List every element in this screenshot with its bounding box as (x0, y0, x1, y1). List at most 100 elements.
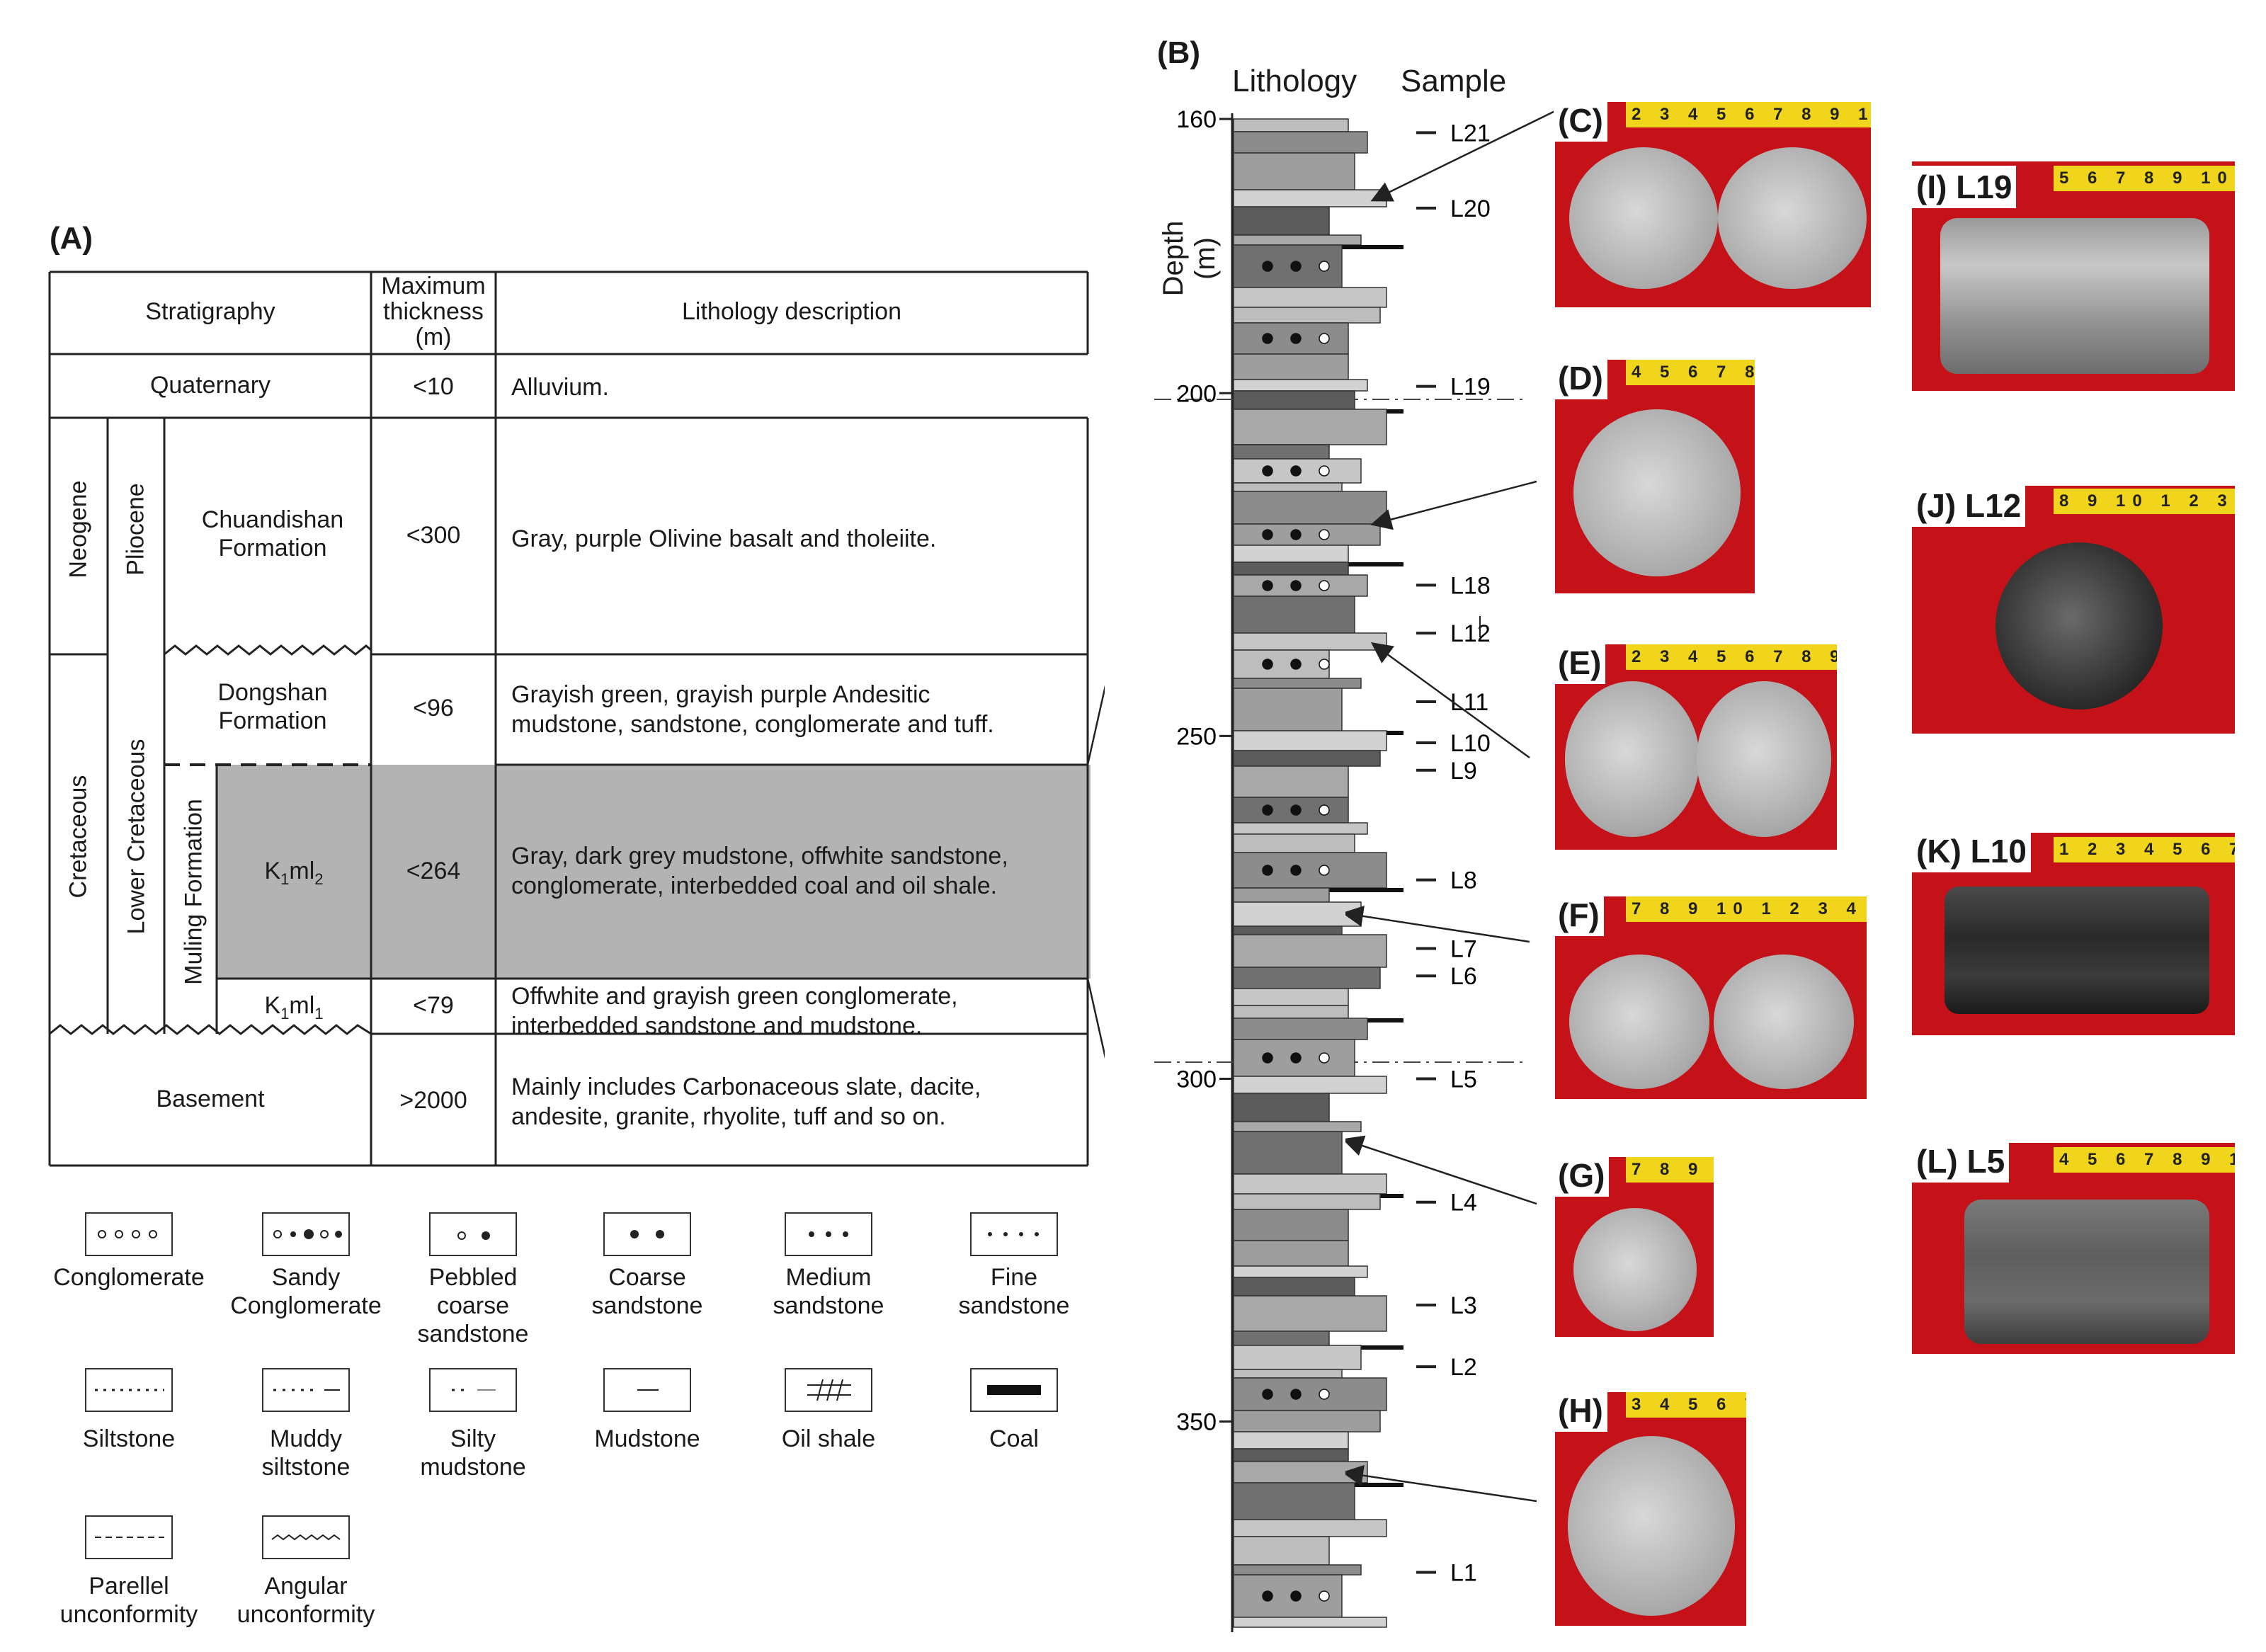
row-chuandishan-thickness: <300 (406, 522, 461, 549)
lithology-bed (1233, 1536, 1330, 1566)
k1ml2-sub1: 1 (280, 870, 290, 888)
k1ml2-highlight (217, 765, 1091, 979)
photo-g-ruler: 7 8 9 10 (1626, 1157, 1714, 1183)
core-section-left (1569, 147, 1718, 289)
row-k1ml1-thickness: <79 (413, 992, 454, 1019)
photo-j (1912, 486, 2235, 734)
lithology-bed (1233, 852, 1387, 889)
lithology-bed (1233, 688, 1343, 731)
lithology-bed (1233, 1295, 1387, 1332)
header-thickness-line1: Maximum (381, 273, 486, 300)
lithology-grain (1290, 529, 1302, 540)
photo-h (1555, 1392, 1746, 1626)
legend-label-line: Coal (989, 1425, 1039, 1452)
k1ml1-desc-line2: interbedded sandstone and mudstone. (511, 1013, 923, 1039)
lithology-bed (1233, 189, 1387, 207)
row-chuandishan-desc: Gray, purple Olivine basalt and tholeiit… (511, 525, 937, 552)
legend-muddy-siltstone-symbol (262, 1368, 350, 1412)
lithology-bed (1233, 678, 1362, 689)
arrow-d (1370, 480, 1537, 530)
lithology-bed (1233, 596, 1355, 634)
legend-medium-sandstone-symbol (785, 1212, 872, 1256)
core-cylinder-dark (1945, 887, 2209, 1014)
lithology-bed (1233, 988, 1349, 1006)
k1ml1-k: K (264, 992, 281, 1019)
k1ml2-desc-line1: Gray, dark grey mudstone, offwhite sands… (511, 843, 1008, 870)
lithology-grain (1262, 580, 1273, 591)
header-lithology-description: Lithology description (682, 298, 901, 325)
legend-label-line: Silty (450, 1425, 496, 1452)
legend-label-line: Conglomerate (230, 1292, 382, 1319)
legend-label-line: Oil shale (781, 1425, 876, 1452)
legend-sandy-conglomerate-symbol (262, 1212, 350, 1256)
legend-siltstone-label: Siltstone (30, 1425, 228, 1453)
lithology-bed (1233, 444, 1330, 460)
legend-label-line: Parellel (89, 1573, 169, 1600)
lithology-bed (1233, 1345, 1362, 1370)
dongshan-desc-line2: mudstone, sandstone, conglomerate and tu… (511, 711, 994, 738)
lithology-grain (1319, 804, 1330, 816)
lithology-grain (1262, 659, 1273, 670)
lithology-bed (1233, 967, 1381, 989)
lithology-bed (1233, 390, 1355, 410)
lithology-beds (1233, 118, 1404, 1628)
photo-g-tag: (G) (1554, 1154, 1610, 1197)
photo-f-tag: (F) (1554, 894, 1604, 936)
photo-k-tag: (K) L10 (1912, 830, 2031, 872)
header-thickness-line3: (m) (415, 324, 452, 351)
sample-label: L9 (1450, 758, 1477, 785)
legend-label-line: Conglomerate (53, 1264, 205, 1291)
lithology-bed (1233, 1331, 1330, 1346)
sample-label: L21 (1450, 120, 1491, 147)
lithology-bed (1233, 287, 1387, 308)
lithology-bed (1233, 833, 1355, 853)
lithology-grain (1319, 261, 1330, 272)
lithology-grain (1290, 1052, 1302, 1064)
photo-h-tag: (H) (1554, 1389, 1607, 1432)
legend-mudstone-symbol (603, 1368, 691, 1412)
k1ml1-sub2: 1 (314, 1004, 324, 1022)
depth-tick-label: 250 (1176, 723, 1217, 750)
sample-label: L6 (1450, 963, 1477, 990)
legend-oil-shale-label: Oil shale (729, 1425, 928, 1453)
legend-label-line: unconformity (237, 1601, 375, 1628)
stratigraphy-table-grid (48, 270, 1105, 1167)
photo-l-ruler: 4 5 6 7 8 9 10 (2054, 1147, 2235, 1173)
sample-label: L7 (1450, 936, 1477, 963)
sample-label: L19 (1450, 374, 1491, 401)
basement-desc-line1: Mainly includes Carbonaceous slate, daci… (511, 1073, 981, 1100)
lithology-bed (1233, 482, 1343, 492)
lithology-bed (1233, 353, 1349, 380)
row-k1ml1-name: K1ml1 (217, 991, 371, 1028)
lithology-bed (1233, 1173, 1387, 1195)
legend-coal-symbol (970, 1368, 1058, 1412)
photo-f-ruler: 7 8 9 10 1 2 3 4 5 6 7 8 (1626, 896, 1867, 922)
legend-conglomerate-label: Conglomerate (30, 1263, 228, 1292)
k1ml1-ml: ml (289, 992, 315, 1019)
photo-f (1555, 896, 1867, 1099)
lithology-bed (1233, 1018, 1368, 1040)
lithology-grain (1262, 529, 1273, 540)
dongshan-name-line2: Formation (218, 707, 327, 734)
depth-tick-label: 350 (1176, 1409, 1217, 1436)
legend-parallel-unconformity-symbol (85, 1515, 173, 1559)
pliocene-label: Pliocene (122, 483, 149, 576)
lithology-grain (1319, 1052, 1330, 1064)
legend-siltstone-symbol (85, 1368, 173, 1412)
neogene-label: Neogene (64, 480, 92, 579)
row-basement-desc: Mainly includes Carbonaceous slate, daci… (511, 1072, 981, 1132)
lithology-bed (1233, 1131, 1343, 1175)
photo-j-tag: (J) L12 (1912, 484, 2026, 527)
lithology-grain (1290, 865, 1302, 876)
lithology-bed (1233, 234, 1362, 246)
arrow-f (1345, 905, 1530, 943)
legend-label-line: sandstone (773, 1292, 884, 1319)
arrow-c (1370, 106, 1566, 202)
photo-c-ruler: 2 3 4 5 6 7 8 9 10 1 2 (1626, 102, 1871, 127)
photo-e-tag: (E) (1554, 642, 1606, 684)
photo-c-tag: (C) (1554, 99, 1607, 142)
lithology-grain (1290, 659, 1302, 670)
legend-conglomerate-symbol (85, 1212, 173, 1256)
